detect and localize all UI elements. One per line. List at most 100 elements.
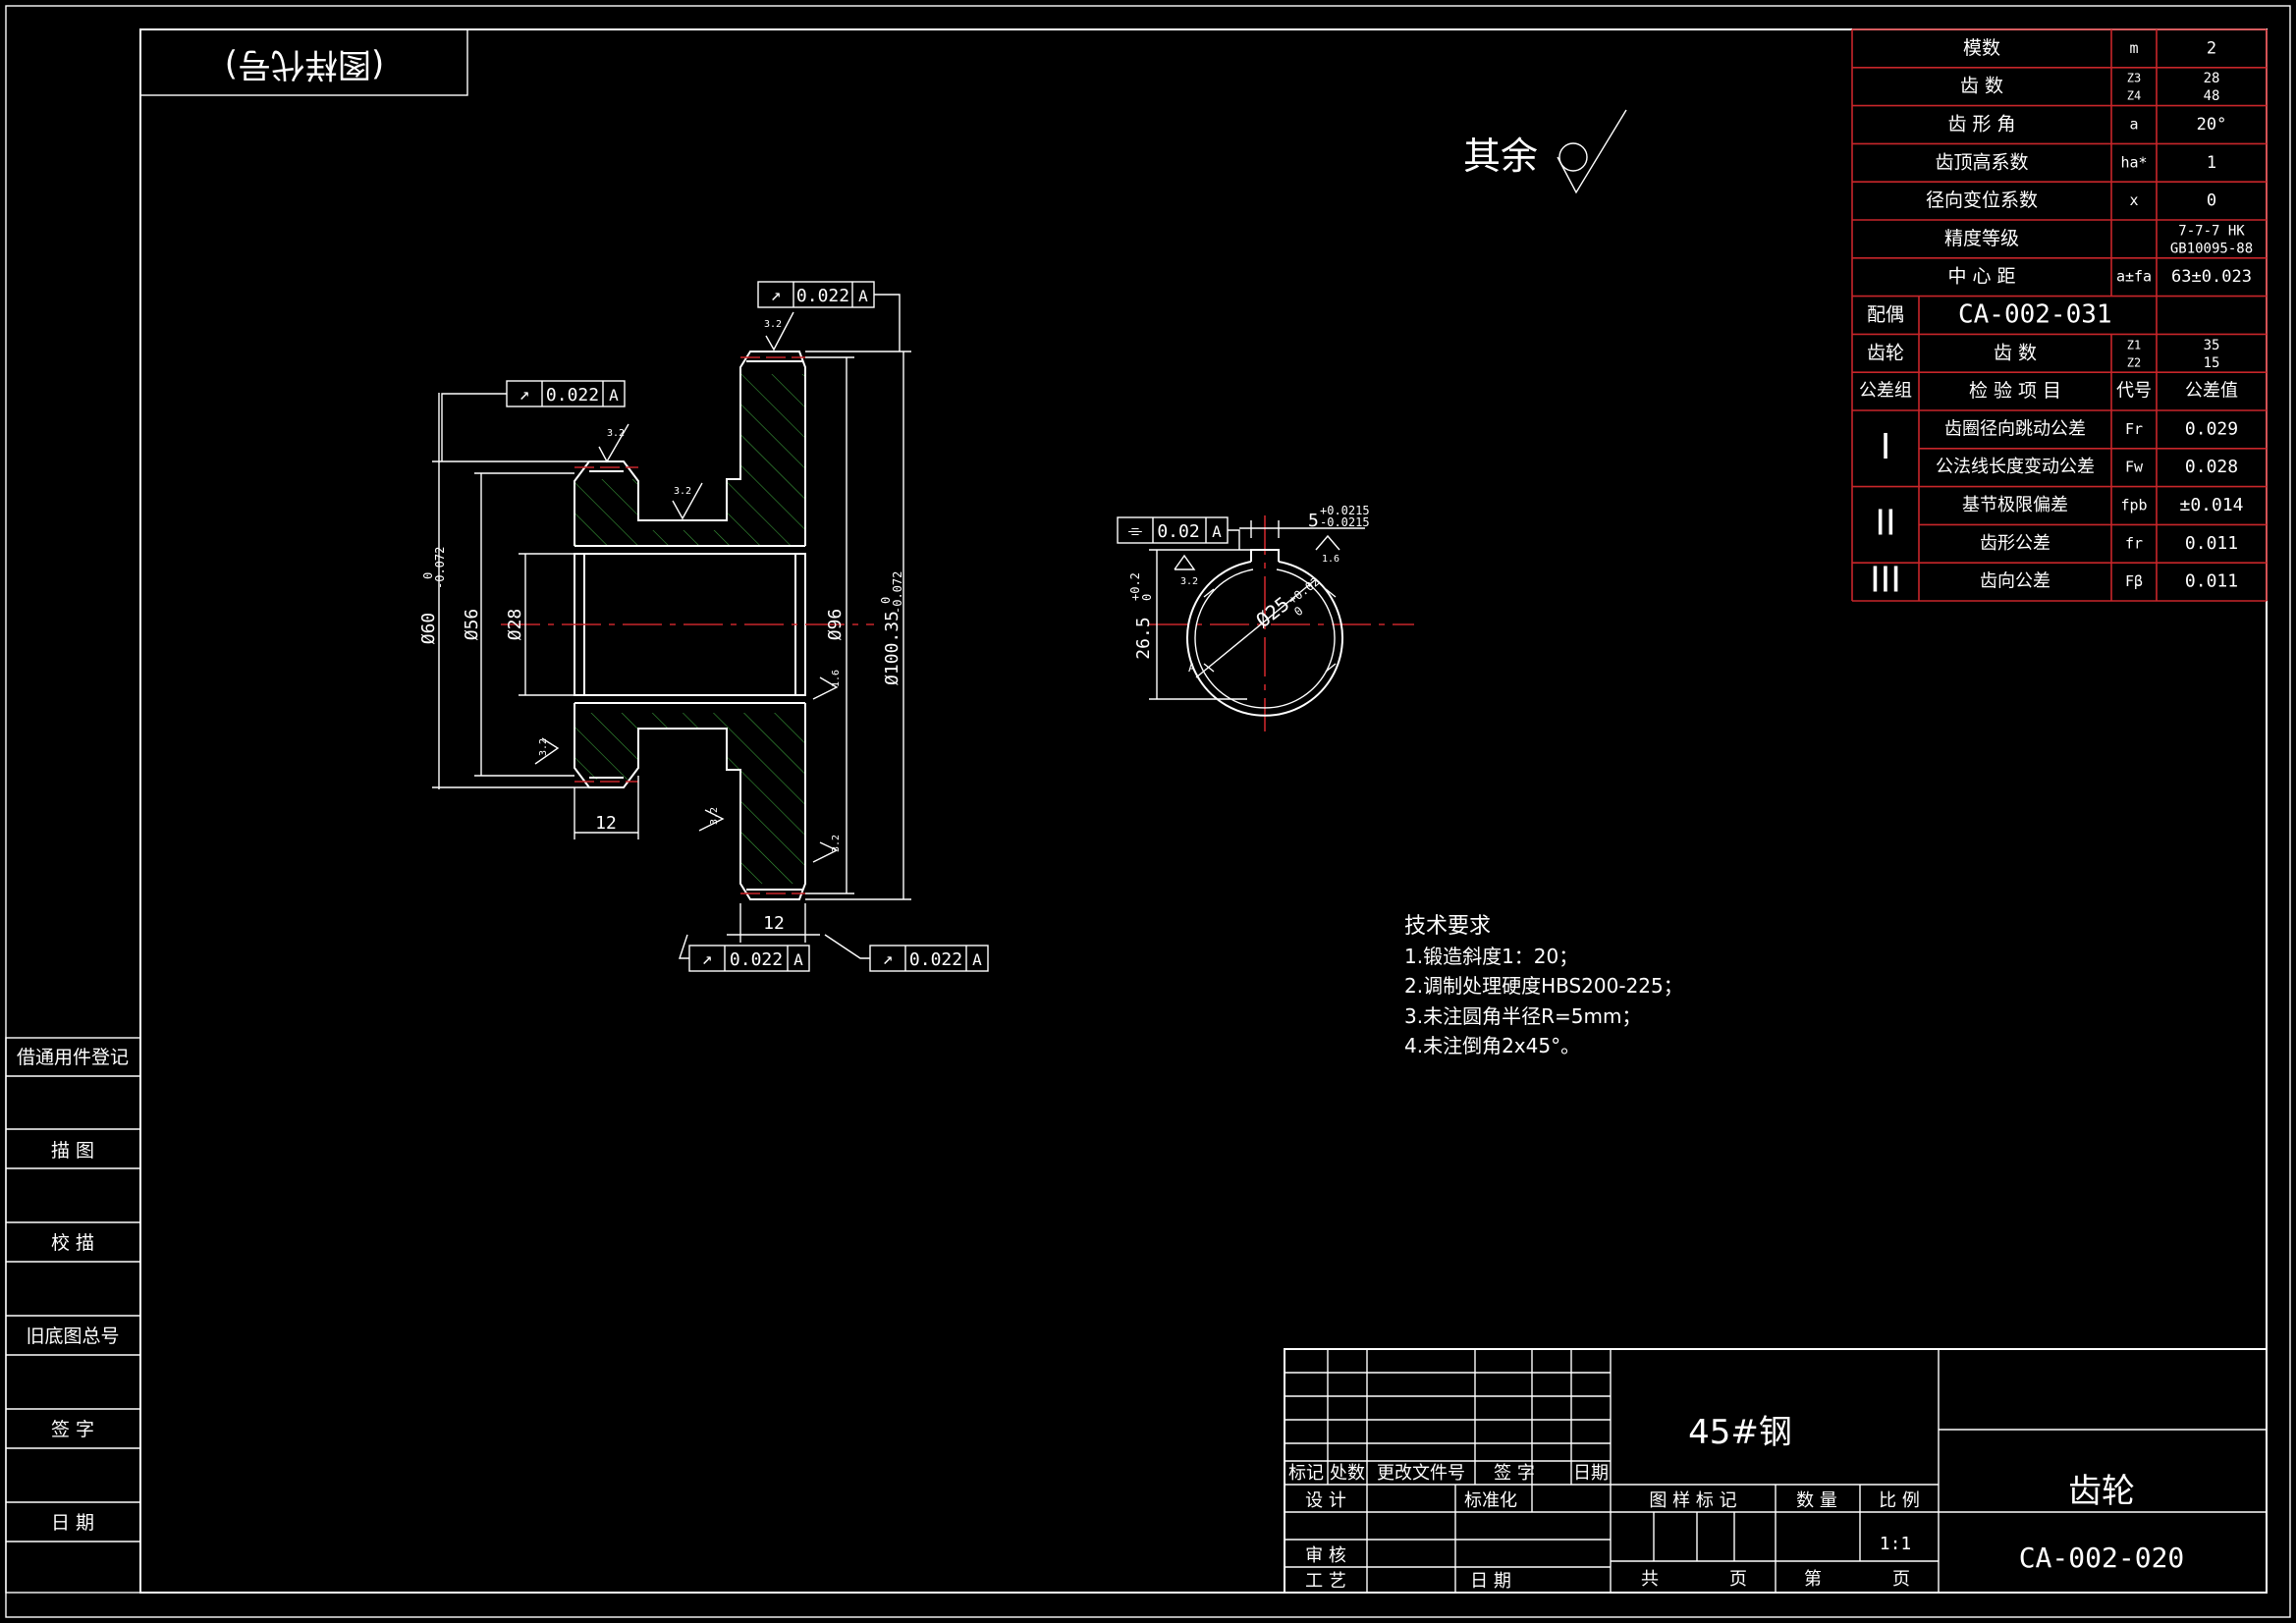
gear-teeth-sym-line-1: Z1 (2127, 338, 2141, 352)
tb-scale: 1:1 (1880, 1534, 1912, 1554)
dim-d100-tol-bot: -0.072 (891, 571, 904, 614)
tb-qty-hdr: 数 量 (1796, 1490, 1837, 1511)
mate-label: 配偶 (1867, 304, 1904, 326)
tb-total: 共 (1641, 1569, 1659, 1590)
tol-group-3: III (1870, 561, 1901, 601)
tech-req-item-3: 3.未注圆角半径R=5mm； (1404, 1004, 1641, 1028)
roughness-values: 3.2 3.2 3.2 3.2 3.2 1.6 3.2 (538, 319, 842, 852)
param-val-2-line-1: 28 (2204, 71, 2220, 86)
tb-design: 设 计 (1305, 1490, 1346, 1511)
param-name-5: 径向变位系数 (1926, 189, 2038, 211)
param-sym-3: a (2129, 116, 2138, 134)
section-depth: 26.5 (1133, 617, 1154, 659)
fcf-top-val: 0.022 (796, 286, 849, 306)
rough-r5: 3.2 (709, 807, 720, 825)
roughness-marks (534, 311, 839, 863)
fcf-left-ref: A (609, 386, 619, 405)
gear-teeth-val-line-2: 15 (2204, 355, 2220, 371)
tol-head-value: 公差值 (2185, 381, 2238, 402)
drawing-code-box: (图样代号) (139, 28, 468, 96)
tb-process: 工 艺 (1305, 1571, 1346, 1592)
mate-code: CA-002-031 (1958, 300, 2112, 330)
tb-part-name: 齿轮 (2068, 1472, 2135, 1511)
tb-scale-hdr: 比 例 (1879, 1490, 1920, 1511)
dim-d60: Ø60 (418, 613, 439, 645)
outer-border (5, 5, 2291, 1618)
param-val-7: 63±0.023 (2171, 267, 2252, 287)
drawing-frame (139, 28, 2268, 1594)
tol-value-2-1: ±0.014 (2179, 495, 2243, 515)
fcf-br-val: 0.022 (909, 949, 962, 970)
tol-code-1-1: Fr (2125, 420, 2143, 438)
fcf-top-sym: ↗ (771, 285, 782, 305)
section-key-width: 5 (1308, 511, 1319, 531)
fcf-top-ref: A (858, 287, 868, 305)
dim-d100: Ø100.35 (882, 611, 902, 685)
tol-value-1-2: 0.028 (2185, 457, 2238, 477)
tol-group-2: II (1875, 503, 1895, 543)
param-name-3: 齿 形 角 (1947, 114, 2015, 135)
fcf-bl-sym: ↗ (702, 948, 713, 969)
section-rough-a: 3.2 (1180, 576, 1198, 587)
gear-teeth-sym-line-2: Z2 (2127, 355, 2141, 369)
tol-group-1: I (1881, 427, 1891, 467)
tol-head-code: 代号 (2116, 381, 2152, 402)
param-sym-7: a±fa (2116, 268, 2152, 286)
tol-head-item: 检 验 项 目 (1969, 380, 2061, 402)
dim-d96: Ø96 (825, 609, 846, 641)
rough-r7: 3.2 (831, 835, 842, 852)
section-fcf-val: 0.02 (1157, 521, 1199, 542)
tol-item-2-1: 基节极限偏差 (1962, 495, 2068, 515)
tol-item-1-2: 公法线长度变动公差 (1936, 457, 2095, 477)
tb-code: CA-002-020 (2019, 1542, 2185, 1574)
param-val-6-line-2: GB10095-88 (2170, 241, 2253, 256)
title-block-texts: 标记 处数 更改文件号 签 字 日期 设 计 标准化 审 核 工 艺 日 期 4… (1288, 1413, 2184, 1592)
strip-label-5: 签 字 (51, 1419, 94, 1440)
dim-d60-tol-bot: -0.072 (433, 547, 447, 589)
tol-code-2-1: fpb (2120, 497, 2147, 514)
section-fcf-ref: A (1212, 522, 1222, 541)
fcf-left-sym: ↗ (519, 384, 530, 405)
section-key-tol-bot: -0.0215 (1320, 515, 1370, 529)
tb-review: 审 核 (1305, 1545, 1346, 1566)
param-name-2: 齿 数 (1960, 76, 2003, 97)
fcf-bottom-left: ↗ 0.022 A (679, 934, 810, 972)
gear-label: 齿轮 (1867, 342, 1904, 363)
param-val-3: 20° (2197, 115, 2227, 135)
rough-r2: 3.2 (674, 486, 691, 497)
param-val-4: 1 (2207, 153, 2216, 173)
section-rough-b: 1.6 (1322, 554, 1339, 565)
section-key-tol-top: +0.0215 (1320, 504, 1370, 517)
strip-label-1: 借通用件登记 (17, 1047, 129, 1068)
gear-teeth-val-line-1: 35 (2204, 338, 2220, 353)
section-depth-tol-top: +0.2 (1128, 572, 1142, 601)
section-datum: A (1188, 661, 1196, 675)
param-val-5: 0 (2207, 191, 2216, 211)
tol-head-group: 公差组 (1859, 381, 1912, 402)
fcf-bottom-right: ↗ 0.022 A (824, 934, 989, 972)
tb-rev-hdr-4: 签 字 (1494, 1463, 1535, 1484)
tol-code-2-2: fr (2125, 534, 2143, 552)
keyway-section-view (1149, 515, 1414, 731)
tol-value-3-1: 0.011 (2185, 571, 2238, 592)
title-block (1284, 1348, 2268, 1594)
tb-page2: 页 (1892, 1569, 1910, 1590)
dimension-texts: Ø60 0 -0.072 Ø56 Ø28 Ø96 Ø100.35 0 -0.07… (418, 547, 904, 934)
tb-date: 日 期 (1470, 1571, 1511, 1592)
section-depth-tol-bot: 0 (1140, 594, 1154, 601)
fcf-bl-ref: A (793, 950, 803, 969)
strip-label-6: 日 期 (51, 1512, 94, 1534)
tol-value-2-2: 0.011 (2185, 533, 2238, 554)
dim-d60-tol-top: 0 (421, 572, 435, 579)
param-name-4: 齿顶高系数 (1935, 151, 2028, 173)
fcf-top: ↗ 0.022 A (757, 281, 901, 352)
tech-req-item-2: 2.调制处理硬度HBS200-225； (1404, 974, 1683, 998)
strip-label-4: 旧底图总号 (26, 1325, 119, 1347)
dim-d28: Ø28 (505, 609, 525, 641)
rough-r1: 3.2 (607, 428, 625, 439)
tb-standard: 标准化 (1464, 1490, 1517, 1511)
tech-req-title: 技术要求 (1404, 914, 1491, 939)
fcf-left-val: 0.022 (546, 385, 599, 406)
part-cross-section (501, 351, 874, 900)
surface-note-text: 其余 (1463, 135, 1538, 178)
